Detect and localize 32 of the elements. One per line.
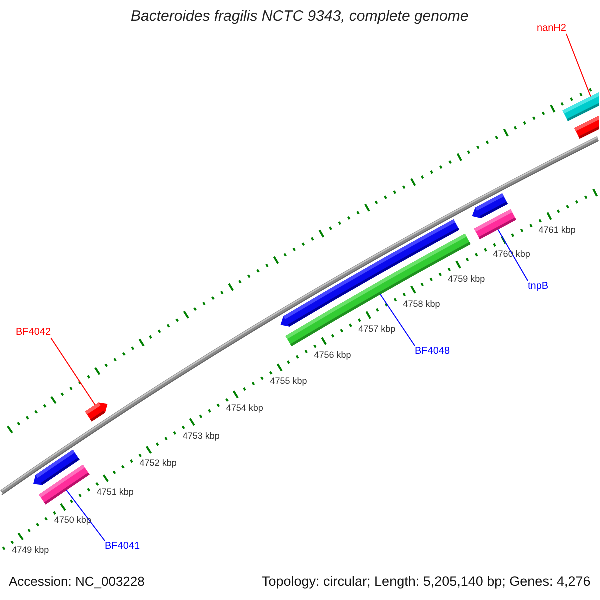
gene-bar bbox=[574, 116, 600, 139]
gene-bar bbox=[39, 464, 90, 505]
gene-label: BF4042 bbox=[16, 327, 52, 338]
pointed-gene-block bbox=[472, 193, 508, 218]
scale-label: 4754 kbp bbox=[226, 404, 264, 414]
accession-text: Accession: NC_003228 bbox=[9, 575, 145, 590]
gene-label: nanH2 bbox=[537, 23, 566, 34]
scale-label: 4759 kbp bbox=[448, 274, 486, 285]
scale-label: 4757 kbp bbox=[358, 325, 396, 335]
diagram-title: Bacteroides fragilis NCTC 9343, complete genome bbox=[131, 9, 469, 26]
pointed-gene-block bbox=[85, 402, 108, 422]
gene-label: tnpB bbox=[528, 281, 549, 292]
scale-label: 4752 kbp bbox=[140, 459, 177, 470]
genome-summary-text: Topology: circular; Length: 5,205,140 bp; Genes: 4,276 bbox=[262, 575, 591, 590]
gene-label: BF4041 bbox=[105, 541, 140, 552]
leader-line bbox=[498, 229, 528, 282]
gene-label: BF4048 bbox=[415, 346, 450, 357]
scale-label: 4749 kbp bbox=[12, 546, 50, 556]
leader-line bbox=[66, 490, 106, 542]
gene-bar bbox=[286, 234, 471, 347]
leader-line bbox=[566, 34, 592, 98]
scale-label: 4751 kbp bbox=[96, 488, 134, 498]
scale-label: 4756 kbp bbox=[314, 350, 352, 361]
leader-line bbox=[50, 338, 96, 406]
scale-label: 4755 kbp bbox=[270, 377, 308, 388]
leader-line bbox=[380, 294, 416, 346]
scale-label: 4761 kbp bbox=[538, 226, 576, 236]
gene-bar bbox=[562, 92, 600, 122]
scale-label: 4753 kbp bbox=[182, 432, 220, 442]
gene-bar bbox=[474, 209, 516, 240]
scale-label: 4758 kbp bbox=[403, 300, 440, 310]
scale-label: 4760 kbp bbox=[493, 250, 530, 260]
